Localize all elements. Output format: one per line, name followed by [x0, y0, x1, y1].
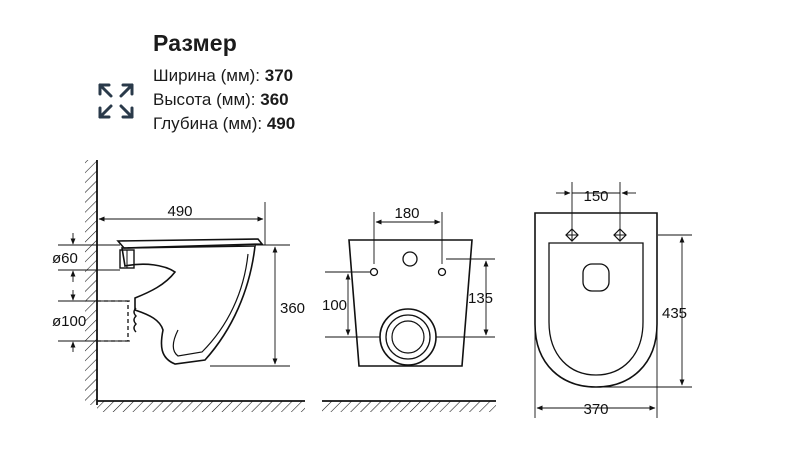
bowl-outline [121, 245, 256, 365]
dim-holes-height-label: 135 [468, 290, 493, 307]
spec-depth: Глубина (мм): 490 [153, 114, 296, 133]
dim-width-label: 370 [583, 401, 608, 418]
fixing-hole-right [437, 267, 447, 277]
floor-hatch [97, 401, 305, 412]
top-inner [548, 242, 644, 376]
top-drain [582, 263, 610, 292]
dim-height-label: 360 [280, 300, 305, 317]
dim-holes-spacing-label: 180 [394, 205, 419, 222]
back-body [348, 239, 473, 367]
spec-height: Высота (мм): 360 [153, 90, 289, 109]
dim-outlet-height-label: 100 [322, 297, 347, 314]
wall-hatch [85, 160, 97, 405]
fixing-hole-left [369, 267, 379, 277]
outlet-pipe [97, 300, 129, 342]
spec-list: Ширина (мм): 370 Высота (мм): 360 Глубин… [153, 64, 295, 136]
inlet-hole [402, 251, 418, 267]
top-view [534, 182, 692, 418]
expand-arrows-icon [98, 83, 134, 119]
dim-length-label: 435 [662, 305, 687, 322]
back-view [322, 212, 496, 412]
outlet-ring-outer [379, 308, 437, 366]
top-hole-right [613, 228, 627, 242]
dim-depth-label: 490 [167, 203, 192, 220]
page-title: Размер [153, 30, 238, 56]
spec-width: Ширина (мм): 370 [153, 66, 294, 85]
top-hole-left [565, 228, 579, 242]
pipe-top-label: ø60 [52, 250, 78, 267]
seat-top [116, 238, 264, 249]
pipe-bottom-label: ø100 [52, 313, 86, 330]
top-outer [534, 212, 658, 388]
side-view [58, 160, 305, 412]
dim-top-holes-label: 150 [583, 188, 608, 205]
